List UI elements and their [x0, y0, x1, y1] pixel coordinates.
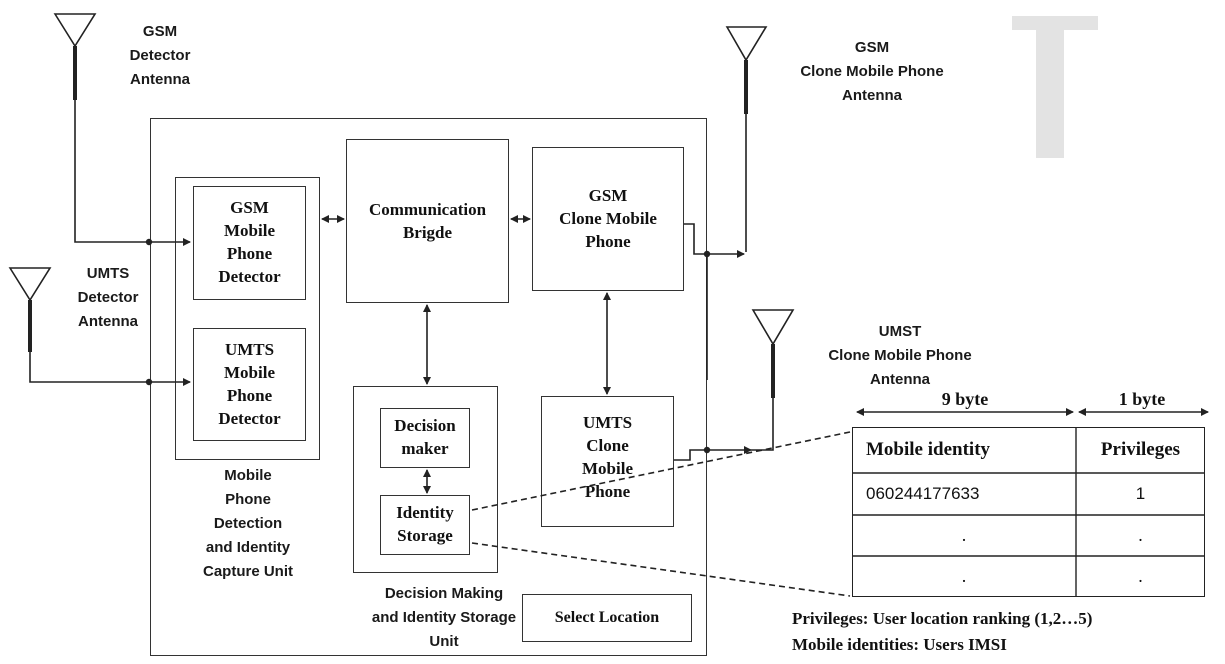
decision-maker-box [380, 408, 470, 468]
gsm-detector-antenna-label: GSM Detector Antenna [129, 23, 191, 88]
table-row: 060244177633 [866, 484, 980, 503]
table-row: . [961, 566, 967, 586]
decision-unit-label: Decision Making and Identity Storage Uni… [371, 585, 517, 650]
table-row-privilege: . [1138, 566, 1143, 586]
select-location-box [522, 594, 692, 642]
table-width-privileges: 1 byte [1118, 389, 1166, 409]
identity-storage-box [380, 495, 470, 555]
identity-table [852, 427, 1205, 597]
detection-unit-label: Mobile Phone Detection and Identity Capt… [203, 467, 293, 580]
umts-detector-antenna-icon [8, 267, 52, 352]
identities-note: Mobile identities: Users IMSI [792, 635, 1007, 654]
umts-detector-label: UMTS Mobile Phone Detector [218, 340, 281, 428]
umts-clone-phone-box [541, 396, 674, 527]
privileges-note: Privileges: User location ranking (1,2…5… [792, 609, 1093, 628]
table-header-privileges: Privileges [1100, 439, 1181, 460]
gsm-detector-box [193, 186, 306, 300]
gsm-detector-label: GSM Mobile Phone Detector [218, 198, 281, 286]
umts-detector-box [193, 328, 306, 441]
decision-maker-label: Decision maker [394, 416, 456, 458]
communication-bridge-box [346, 139, 509, 303]
table-header-mobile: Mobile identity [866, 439, 991, 460]
junction-dot [145, 378, 153, 386]
umts-clone-antenna-label: UMST Clone Mobile Phone Antenna [828, 323, 972, 388]
gsm-clone-phone-box [532, 147, 684, 291]
gsm-clone-antenna-label: GSM Clone Mobile Phone Antenna [800, 39, 944, 104]
junction-dot [703, 250, 711, 258]
umts-detector-antenna-label: UMTS Detector Antenna [77, 265, 139, 330]
table-width-mobile: 9 byte [941, 389, 989, 409]
gsm-clone-phone-label: GSM Clone Mobile Phone [559, 186, 657, 251]
watermark-stem [1036, 16, 1064, 158]
umts-clone-antenna-icon [751, 309, 795, 398]
table-row: . [961, 525, 967, 545]
junction-dot [703, 446, 711, 454]
junction-dot [145, 238, 153, 246]
gsm-clone-antenna-icon [725, 26, 768, 114]
identity-storage-label: Identity Storage [396, 503, 454, 545]
gsm-detector-antenna-icon [53, 13, 97, 100]
table-row-privilege: 1 [1135, 484, 1146, 503]
table-row-privilege: . [1138, 525, 1143, 545]
communication-bridge-label: Communication Brigde [368, 200, 487, 242]
select-location-label: Select Location [554, 609, 660, 626]
umts-clone-phone-label: UMTS Clone Mobile Phone [582, 413, 633, 501]
